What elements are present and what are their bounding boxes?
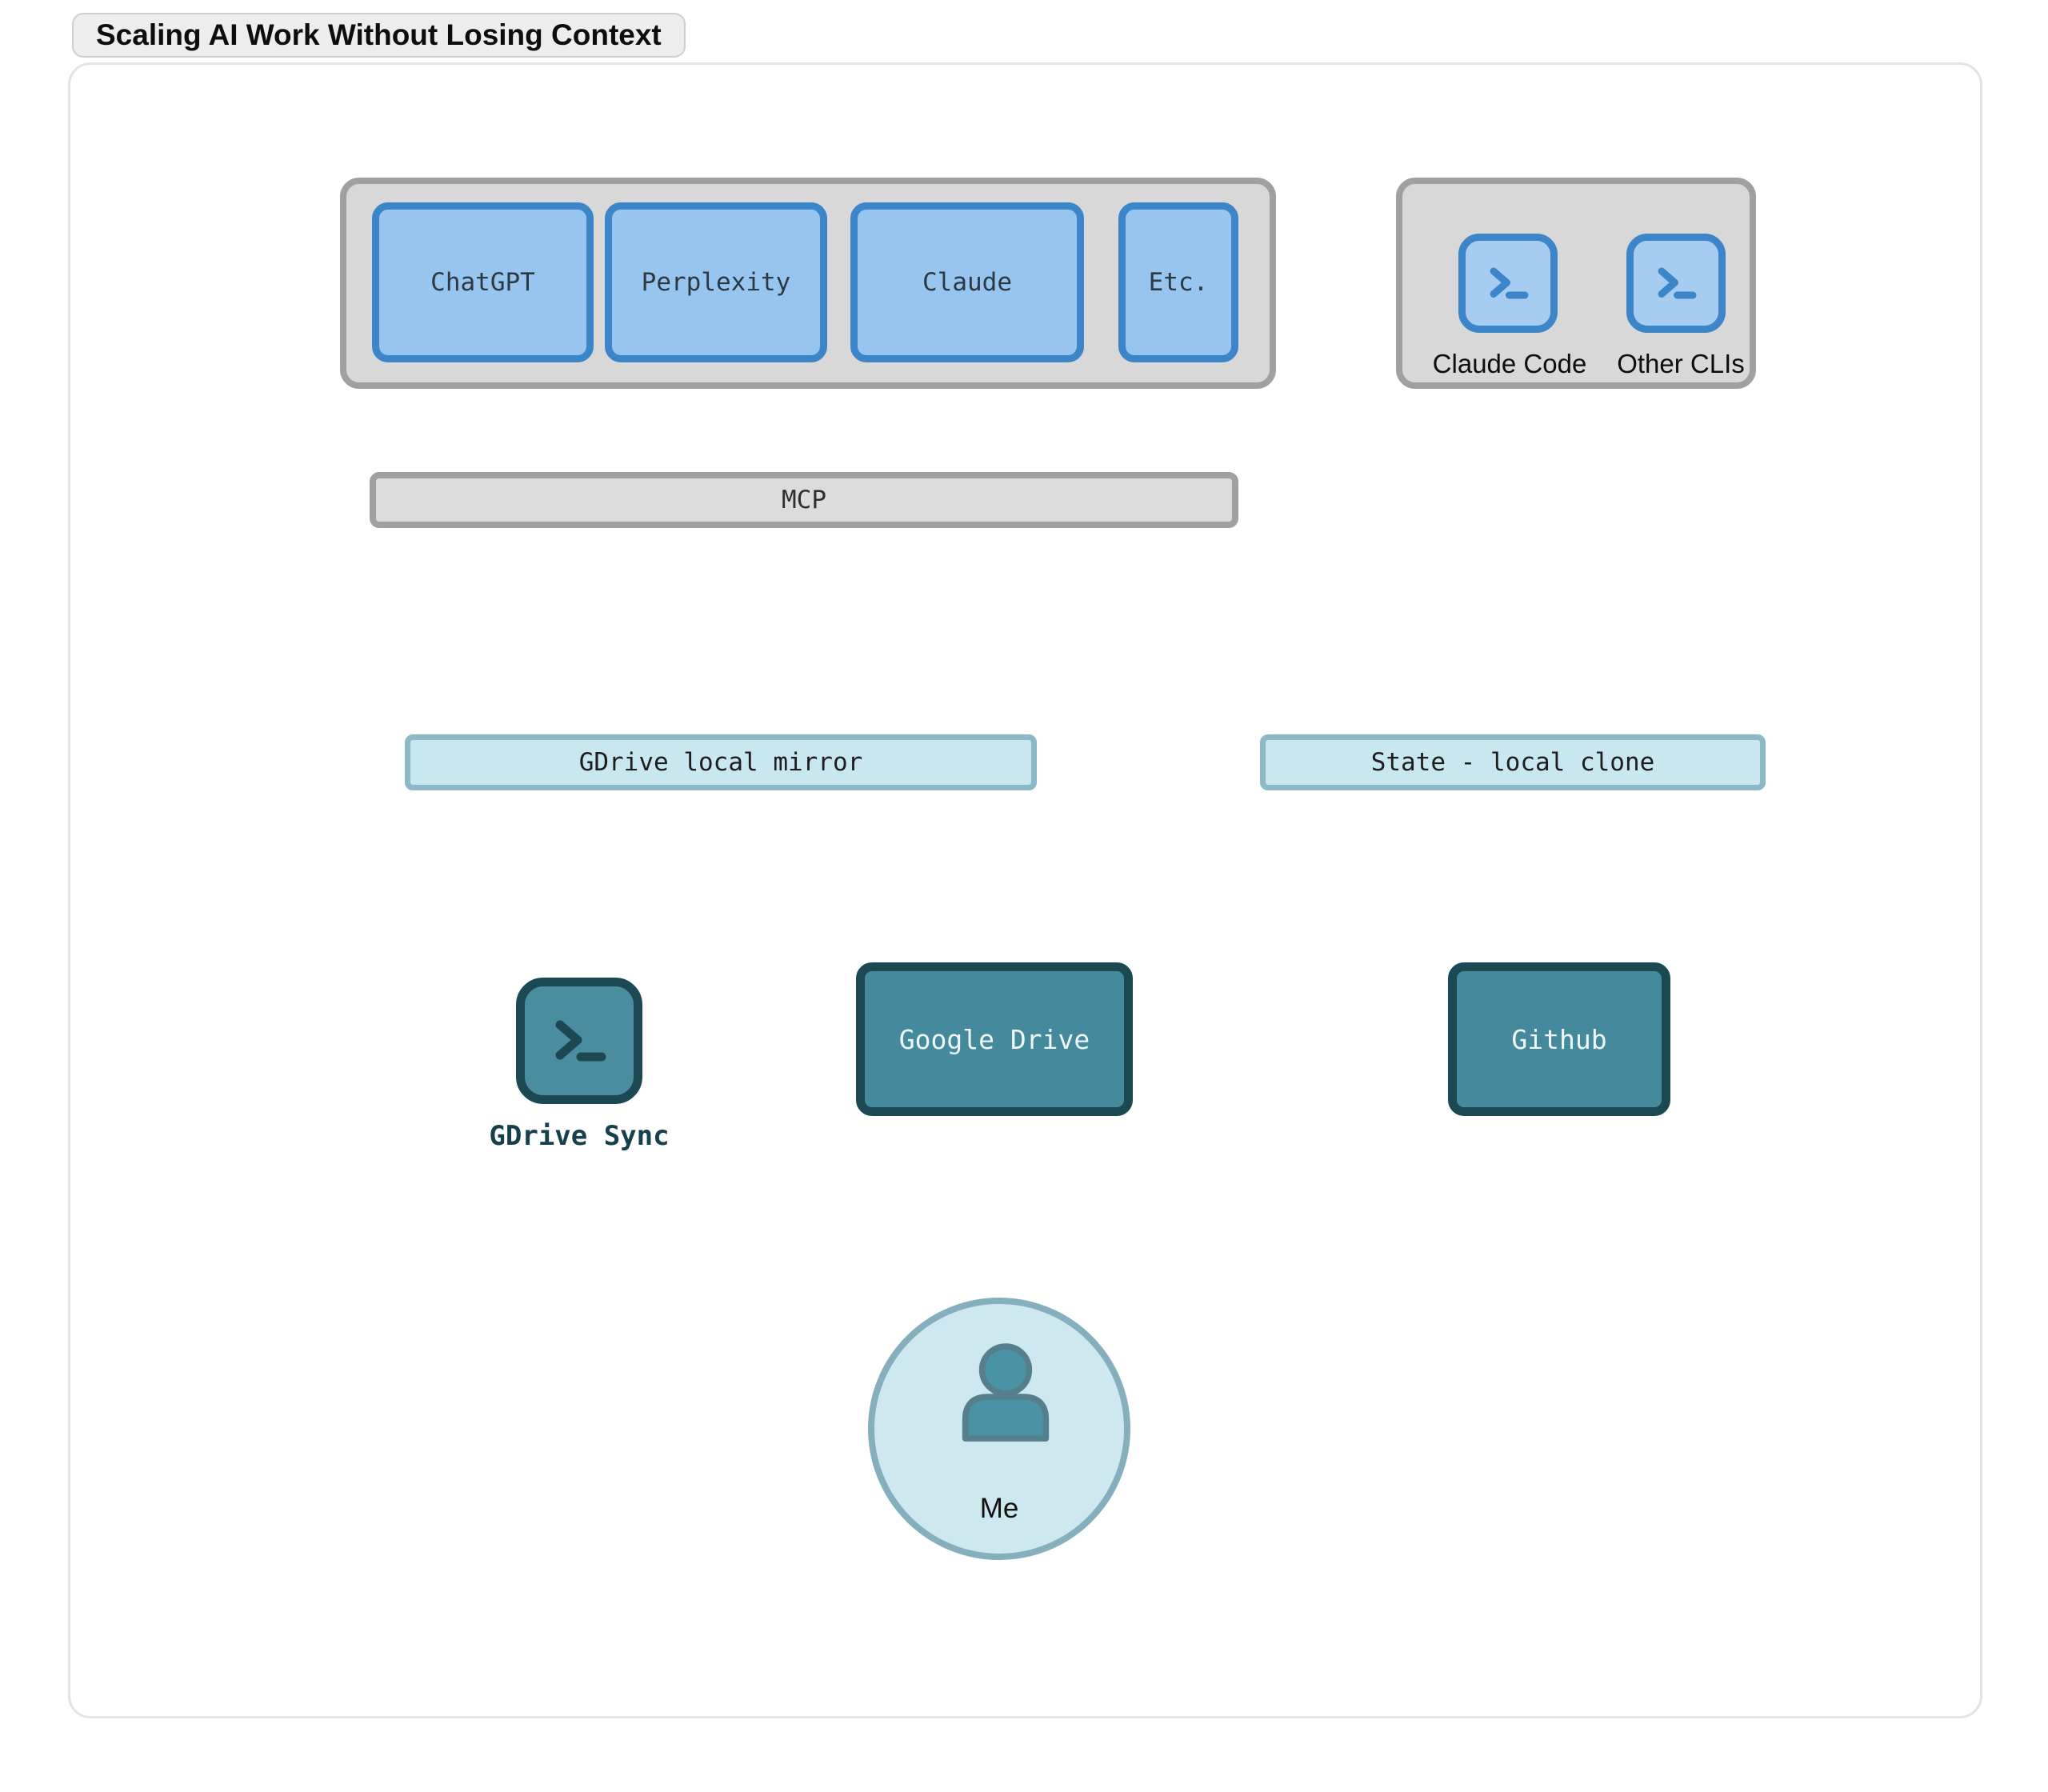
node-mcp-label: MCP (782, 486, 826, 514)
node-state-clone-label: State - local clone (1370, 748, 1655, 777)
node-claude-label: Claude (922, 268, 1012, 297)
node-chatgpt-label: ChatGPT (430, 268, 535, 297)
me-label: Me (979, 1493, 1019, 1524)
claude-code-label: Claude Code (1432, 349, 1587, 378)
other-clis-label: Other CLIs (1617, 349, 1745, 378)
terminal-glyph (1490, 267, 1529, 299)
page-title-label: Scaling AI Work Without Losing Context (96, 18, 662, 51)
node-etc-label: Etc. (1148, 268, 1209, 297)
page-title[interactable]: Scaling AI Work Without Losing Context (72, 13, 686, 58)
cli-group: Claude Code Other CLIs (1396, 178, 1756, 389)
node-gdrive-mirror: GDrive local mirror (405, 734, 1037, 790)
node-google-drive-label: Google Drive (898, 1023, 1090, 1055)
node-github-label: Github (1511, 1023, 1607, 1055)
node-state-clone: State - local clone (1260, 734, 1766, 790)
gdrive-sync-label: GDrive Sync (489, 1120, 670, 1152)
person-icon (962, 1343, 1050, 1442)
node-chatgpt: ChatGPT (372, 202, 594, 362)
node-perplexity-label: Perplexity (641, 268, 791, 297)
terminal-glyph (555, 1020, 606, 1062)
terminal-icon (1626, 234, 1726, 333)
node-mcp: MCP (370, 472, 1238, 528)
node-me: Me (868, 1298, 1130, 1560)
node-gdrive-sync (516, 978, 642, 1104)
terminal-glyph (1658, 267, 1697, 299)
node-google-drive: Google Drive (856, 962, 1133, 1116)
node-gdrive-mirror-label: GDrive local mirror (578, 748, 863, 777)
terminal-icon (1458, 234, 1558, 333)
node-claude: Claude (850, 202, 1084, 362)
node-perplexity: Perplexity (605, 202, 827, 362)
node-github: Github (1448, 962, 1670, 1116)
ai-apps-group: ChatGPT Perplexity Claude Etc. (340, 178, 1276, 389)
node-etc: Etc. (1118, 202, 1238, 362)
